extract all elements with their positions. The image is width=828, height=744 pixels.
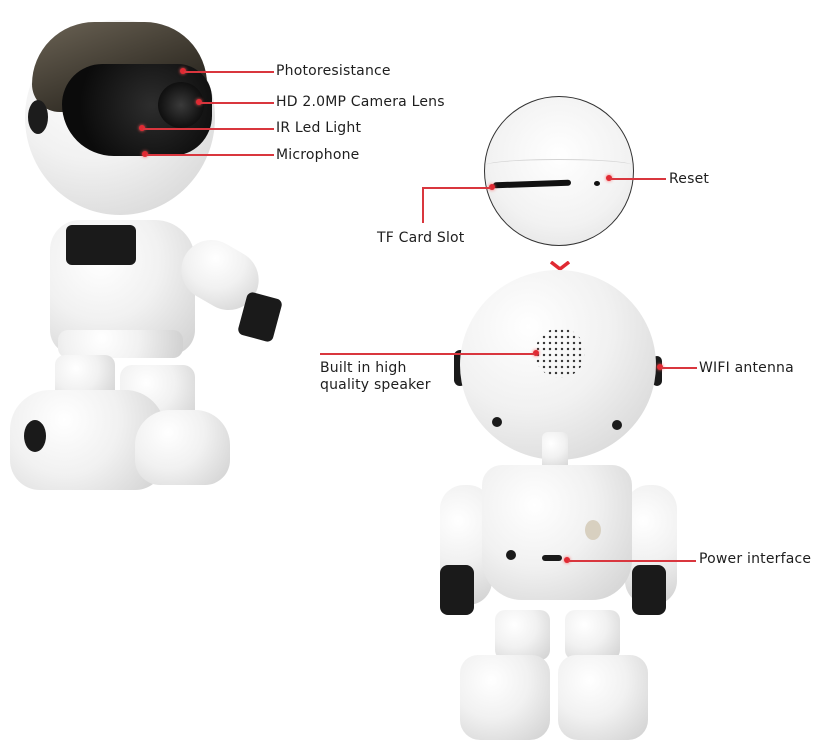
robot-hand-left-back [440, 565, 474, 615]
robot-back-view [420, 270, 680, 744]
robot-foot-left-back [460, 655, 550, 740]
robot-ear [28, 100, 48, 134]
ir-led-label: IR Led Light [276, 120, 362, 136]
camera-lens-dot [196, 99, 202, 105]
robot-foot-right-back [558, 655, 648, 740]
camera-lens-line [200, 102, 274, 104]
tf-card-slot-dot [489, 184, 495, 190]
reset-dot [606, 175, 612, 181]
reset-line [610, 178, 666, 180]
robot-foot-right [135, 410, 230, 485]
speaker-label-line2: quality speaker [320, 377, 431, 393]
photoresistance-dot [180, 68, 186, 74]
speaker-line [320, 353, 535, 355]
robot-leg-right-back [565, 610, 620, 660]
microphone-dot [142, 151, 148, 157]
photoresistance-line [184, 71, 274, 73]
tf-card-slot-label: TF Card Slot [377, 230, 465, 246]
robot-foot-sensor [24, 420, 46, 452]
power-interface-dot [564, 557, 570, 563]
robot-torso-back [482, 465, 632, 600]
robot-hand-left [66, 225, 136, 265]
robot-hand-right-back [632, 565, 666, 615]
tf-card-slot-line-h [422, 187, 491, 189]
speaker-grille [535, 328, 585, 378]
ir-led-line [143, 128, 274, 130]
power-interface-line [568, 560, 696, 562]
robot-leg-left-back [495, 610, 550, 660]
power-port [542, 555, 562, 561]
camera-lens-label: HD 2.0MP Camera Lens [276, 94, 445, 110]
reset-label: Reset [669, 171, 710, 187]
photoresistance-label: Photoresistance [276, 63, 391, 79]
tf-card-slot-opening [492, 179, 572, 189]
head-screw-right [612, 420, 622, 430]
microphone-line [146, 154, 274, 156]
torso-screw [506, 550, 516, 560]
wifi-antenna-dot [657, 364, 663, 370]
spec-sticker [585, 520, 601, 540]
microphone-label: Microphone [276, 147, 360, 163]
detail-magnifier-circle [484, 96, 634, 246]
wifi-antenna-line [661, 367, 697, 369]
reset-hole [594, 181, 600, 186]
chevron-down-icon [549, 256, 571, 272]
speaker-dot [533, 350, 539, 356]
head-screw-left [492, 417, 502, 427]
ir-led-dot [139, 125, 145, 131]
robot-neck [542, 432, 568, 470]
robot-belt [58, 330, 183, 358]
wifi-antenna-label: WIFI antenna [699, 360, 794, 376]
detail-seam [485, 159, 633, 172]
speaker-label-line1: Built in high [320, 360, 407, 376]
robot-front-view [0, 0, 300, 500]
power-interface-label: Power interface [699, 551, 812, 567]
tf-card-slot-line-v [422, 187, 424, 223]
camera-lens-ring [158, 82, 204, 128]
robot-ear-right [652, 356, 662, 386]
